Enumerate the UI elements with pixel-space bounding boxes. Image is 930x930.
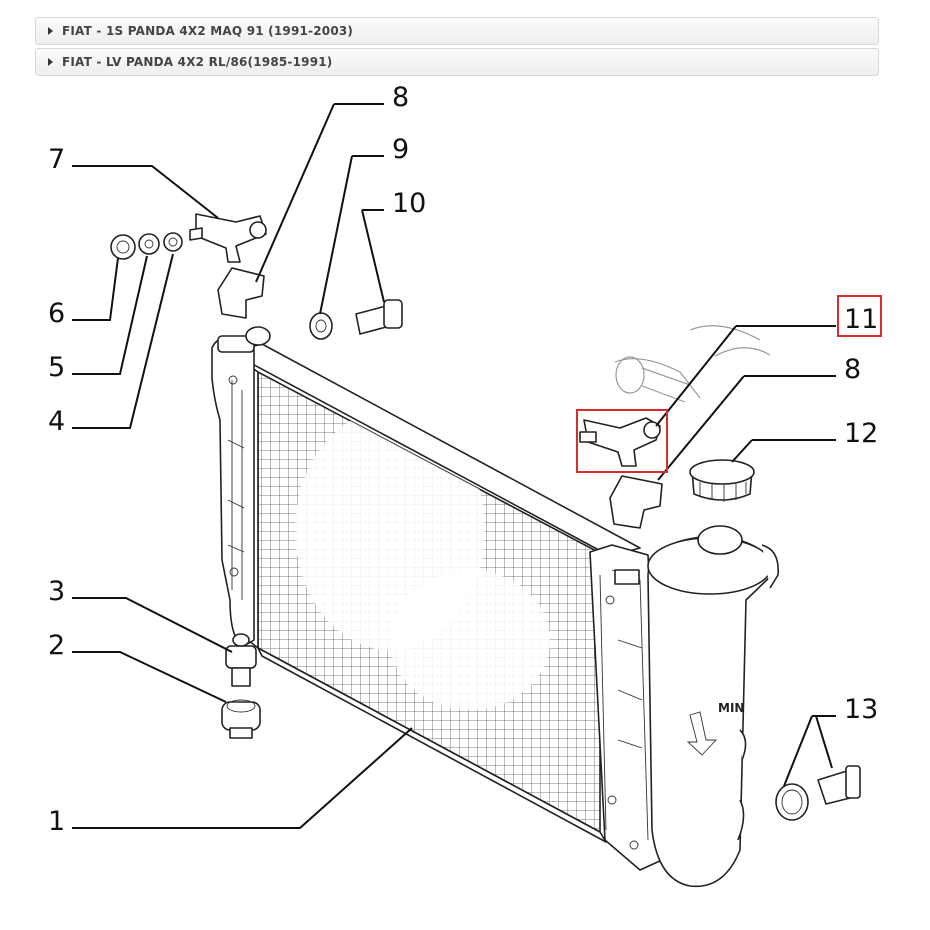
bleed-screw-10 <box>355 299 403 335</box>
rubber-mount-8b <box>609 475 663 529</box>
callout-13[interactable]: 13 <box>844 694 878 725</box>
caret-right-icon <box>48 27 53 35</box>
washer-9 <box>309 312 333 340</box>
callout-9[interactable]: 9 <box>392 134 409 165</box>
accordion-item-panda-lv[interactable]: FIAT - LV PANDA 4X2 RL/86(1985-1991) <box>35 48 879 76</box>
callout-7[interactable]: 7 <box>48 144 65 175</box>
callout-8-right[interactable]: 8 <box>844 354 861 385</box>
rubber-mount-8a <box>217 267 265 319</box>
plug-13 <box>775 765 861 821</box>
accordion-item-panda-1s[interactable]: FIAT - 1S PANDA 4X2 MAQ 91 (1991-2003) <box>35 17 879 45</box>
nut-6 <box>110 234 136 260</box>
callout-3[interactable]: 3 <box>48 576 65 607</box>
callout-10[interactable]: 10 <box>392 188 426 219</box>
accordion-item-label: FIAT - 1S PANDA 4X2 MAQ 91 (1991-2003) <box>62 24 354 38</box>
callout-8-top[interactable]: 8 <box>392 82 409 113</box>
highlight-box-callout-11 <box>837 295 882 337</box>
expansion-tank: MIN <box>647 459 779 888</box>
callout-11[interactable]: 11 <box>844 304 878 335</box>
washer-5 <box>138 233 160 255</box>
washer-4 <box>163 232 183 252</box>
sensor-3 <box>225 633 257 687</box>
tank-min-marking: MIN <box>718 701 744 715</box>
callout-1[interactable]: 1 <box>48 806 65 837</box>
radiator <box>211 326 663 871</box>
accordion-item-label: FIAT - LV PANDA 4X2 RL/86(1985-1991) <box>62 55 333 69</box>
parts-diagram: MIN <box>48 82 882 888</box>
callout-6[interactable]: 6 <box>48 298 65 329</box>
leader-lines <box>72 103 836 829</box>
callout-2[interactable]: 2 <box>48 630 65 661</box>
callout-4[interactable]: 4 <box>48 406 65 437</box>
background-hose <box>614 325 771 403</box>
bracket-7 <box>189 213 267 263</box>
callout-5[interactable]: 5 <box>48 352 65 383</box>
caret-right-icon <box>48 58 53 66</box>
bracket-11 <box>579 417 661 467</box>
callout-12[interactable]: 12 <box>844 418 878 449</box>
highlight-box-bracket-11 <box>576 409 668 473</box>
bushing-2 <box>221 699 261 739</box>
